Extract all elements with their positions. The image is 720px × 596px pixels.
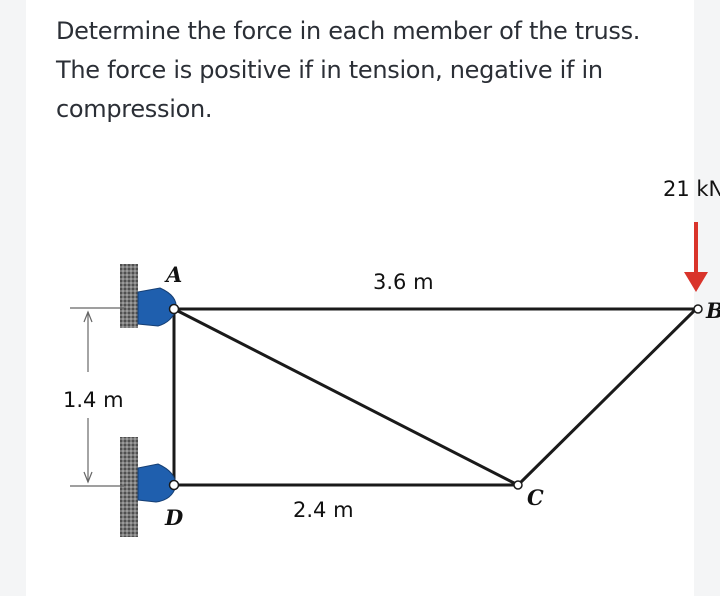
question-line-1: Determine the force in each member of th… (56, 17, 641, 45)
joint-d (168, 479, 180, 491)
height-dimension (70, 307, 124, 487)
question-line-3: compression. (56, 95, 213, 123)
top-length-label: 3.6 m (373, 270, 434, 294)
load-arrow (684, 222, 708, 292)
question-line-2: The force is positive if in tension, neg… (56, 56, 603, 84)
height-label: 1.4 m (63, 388, 124, 412)
node-label-d: D (164, 505, 184, 530)
node-label-a: A (164, 262, 182, 287)
member-cb (516, 307, 698, 487)
lower-wall (120, 437, 138, 537)
load-label: 21 kN (663, 177, 720, 201)
bottom-length-label: 2.4 m (293, 498, 354, 522)
upper-wall (120, 264, 138, 328)
joint-c (513, 480, 523, 490)
node-label-c: C (527, 485, 544, 510)
joint-b (693, 304, 703, 314)
joint-a (168, 303, 180, 315)
question-text: Determine the force in each member of th… (56, 12, 676, 129)
truss-members (172, 307, 698, 487)
member-ac (173, 307, 519, 487)
node-label-b: B (705, 298, 720, 323)
